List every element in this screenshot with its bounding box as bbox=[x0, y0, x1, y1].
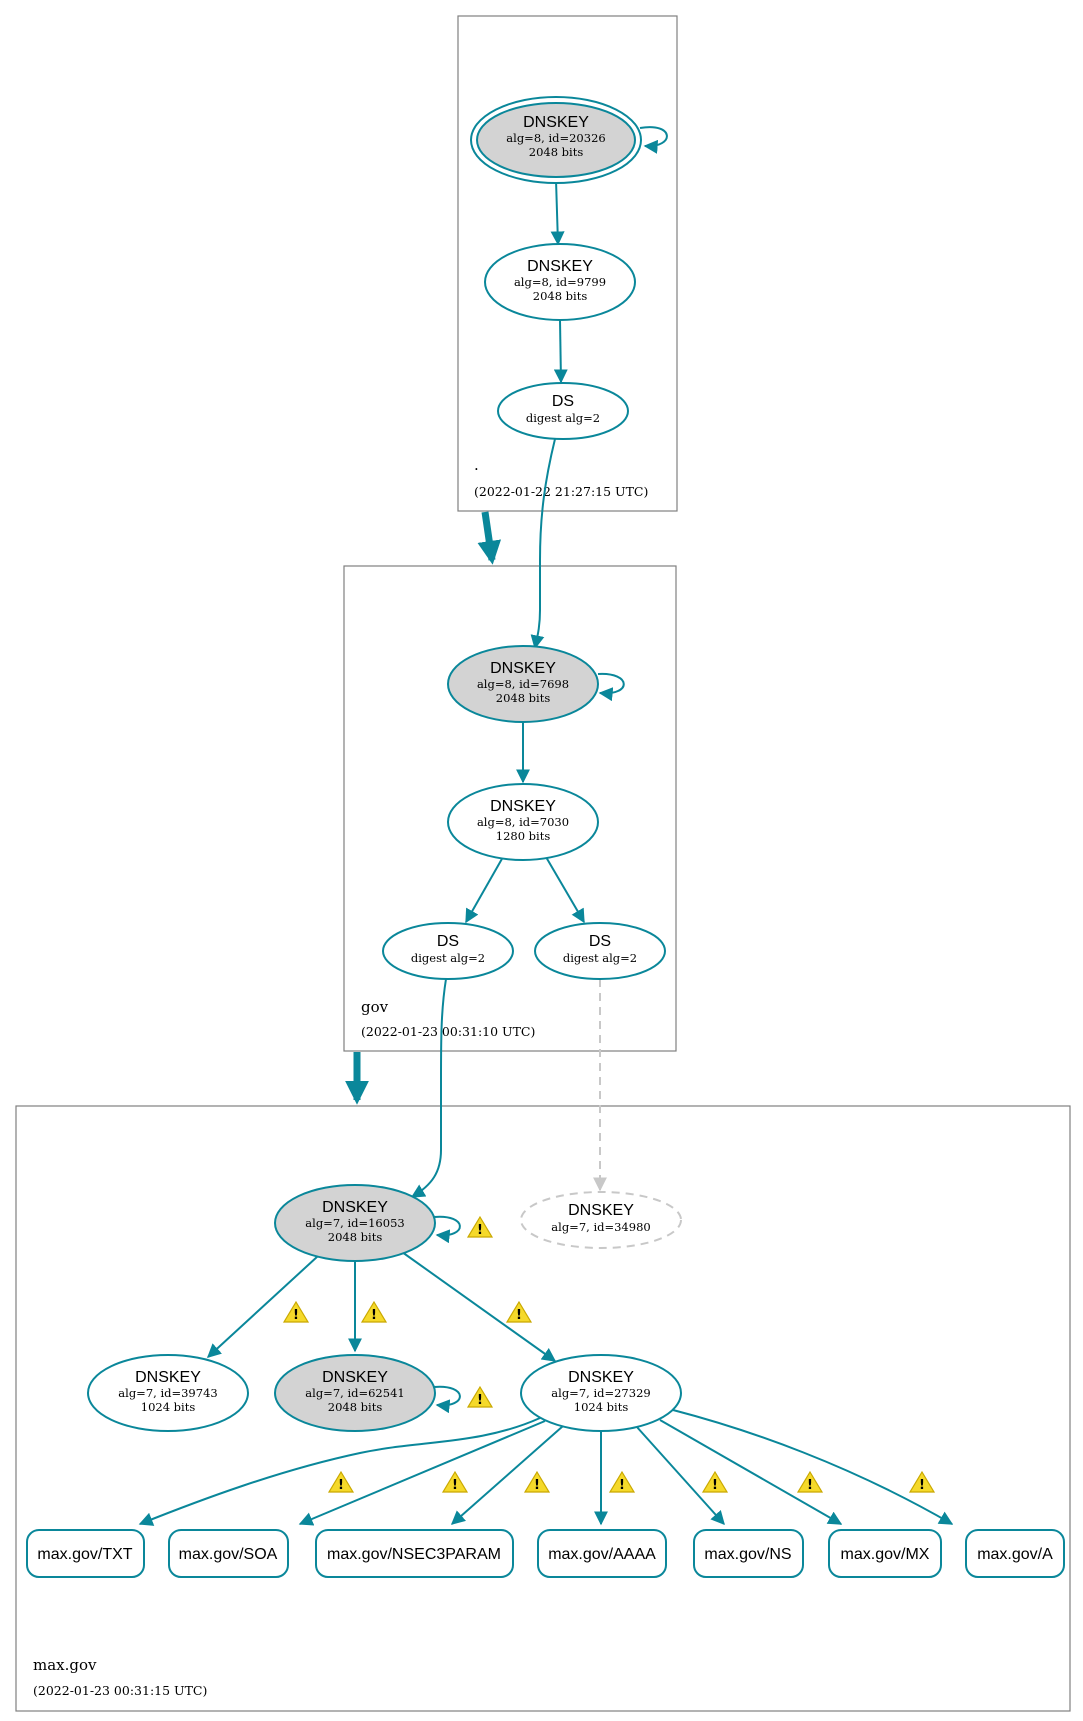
node-max-missing-key[interactable]: DNSKEY alg=7, id=34980 bbox=[520, 1191, 682, 1249]
edge-zsk-to-nsec3param bbox=[450, 1425, 564, 1525]
edge-root-ds-to-gov-ksk bbox=[530, 438, 556, 650]
rrset-nsec3param[interactable]: max.gov/NSEC3PARAM bbox=[315, 1529, 514, 1578]
node-root-ds-title: DS bbox=[552, 393, 574, 410]
zone-gov-date: (2022-01-23 00:31:10 UTC) bbox=[361, 1024, 535, 1039]
rrset-soa[interactable]: max.gov/SOA bbox=[168, 1529, 289, 1578]
zone-max-gov-name: max.gov bbox=[33, 1656, 97, 1674]
node-gov-ds-2-line1: digest alg=2 bbox=[563, 951, 637, 965]
edge-zsk-to-mx bbox=[659, 1419, 843, 1525]
rrset-txt[interactable]: max.gov/TXT bbox=[26, 1529, 145, 1578]
node-gov-ds-1-line1: digest alg=2 bbox=[411, 951, 485, 965]
node-root-zsk-title: DNSKEY bbox=[527, 258, 593, 275]
node-max-ksk-line1: alg=7, id=16053 bbox=[305, 1216, 404, 1230]
edge-max-ksk-to-zsk bbox=[401, 1251, 557, 1362]
node-gov-ds-2[interactable]: DS digest alg=2 bbox=[534, 922, 666, 980]
node-gov-zsk[interactable]: DNSKEY alg=8, id=7030 1280 bits bbox=[447, 783, 599, 861]
node-root-ksk[interactable]: DNSKEY alg=8, id=20326 2048 bits bbox=[470, 96, 642, 184]
node-gov-ds-1[interactable]: DS digest alg=2 bbox=[382, 922, 514, 980]
node-max-key-62541-line2: 2048 bits bbox=[328, 1400, 383, 1414]
node-gov-ds-1-title: DS bbox=[437, 933, 459, 950]
zone-root-name: . bbox=[474, 456, 479, 474]
node-max-missing-key-line1: alg=7, id=34980 bbox=[551, 1220, 650, 1234]
node-max-zsk[interactable]: DNSKEY alg=7, id=27329 1024 bits bbox=[520, 1354, 682, 1432]
rrset-mx[interactable]: max.gov/MX bbox=[828, 1529, 942, 1578]
rrset-a[interactable]: max.gov/A bbox=[965, 1529, 1065, 1578]
node-root-zsk-line2: 2048 bits bbox=[533, 289, 588, 303]
node-max-ksk[interactable]: DNSKEY alg=7, id=16053 2048 bits bbox=[274, 1184, 436, 1262]
node-max-key-39743[interactable]: DNSKEY alg=7, id=39743 1024 bits bbox=[87, 1354, 249, 1432]
self-loop-root-ksk bbox=[639, 126, 668, 154]
node-root-ds-line1: digest alg=2 bbox=[526, 411, 600, 425]
edge-zsk-to-ns bbox=[635, 1425, 725, 1526]
node-gov-ds-2-title: DS bbox=[589, 933, 611, 950]
node-root-ksk-title: DNSKEY bbox=[523, 114, 589, 131]
edge-zsk-to-a bbox=[672, 1409, 954, 1525]
edge-root-ksk-to-zsk bbox=[550, 179, 565, 246]
rrset-txt-label: max.gov/TXT bbox=[37, 1546, 132, 1563]
edge-root-zsk-to-ds bbox=[553, 319, 568, 384]
edge-gov-zsk-to-ds1 bbox=[465, 856, 504, 924]
rrset-a-label: max.gov/A bbox=[977, 1546, 1053, 1563]
node-gov-ksk-title: DNSKEY bbox=[490, 660, 556, 677]
rrset-nsec3param-label: max.gov/NSEC3PARAM bbox=[327, 1546, 501, 1563]
node-gov-zsk-title: DNSKEY bbox=[490, 798, 556, 815]
node-gov-zsk-line2: 1280 bits bbox=[496, 829, 551, 843]
zone-max-gov-date: (2022-01-23 00:31:15 UTC) bbox=[33, 1683, 207, 1698]
node-max-key-39743-title: DNSKEY bbox=[135, 1369, 201, 1386]
node-max-key-62541[interactable]: DNSKEY alg=7, id=62541 2048 bits bbox=[274, 1354, 436, 1432]
node-max-key-62541-line1: alg=7, id=62541 bbox=[305, 1386, 404, 1400]
edge-gov-ds1-to-max-ksk bbox=[410, 978, 447, 1198]
node-max-zsk-title: DNSKEY bbox=[568, 1369, 634, 1386]
rrset-aaaa-label: max.gov/AAAA bbox=[548, 1546, 656, 1563]
node-gov-zsk-line1: alg=8, id=7030 bbox=[477, 815, 569, 829]
node-root-ksk-line1: alg=8, id=20326 bbox=[506, 131, 605, 145]
node-max-ksk-line2: 2048 bits bbox=[328, 1230, 383, 1244]
node-root-ds[interactable]: DS digest alg=2 bbox=[497, 382, 629, 440]
node-max-key-39743-line1: alg=7, id=39743 bbox=[118, 1386, 217, 1400]
self-loop-k62541 bbox=[433, 1385, 461, 1414]
edge-gov-zsk-to-ds2 bbox=[545, 856, 585, 924]
rrset-mx-label: max.gov/MX bbox=[841, 1546, 930, 1563]
self-loop-gov-ksk bbox=[597, 672, 625, 702]
node-max-zsk-line1: alg=7, id=27329 bbox=[551, 1386, 650, 1400]
edge-zsk-to-soa bbox=[298, 1420, 546, 1526]
node-root-zsk-line1: alg=8, id=9799 bbox=[514, 275, 606, 289]
node-gov-ksk-line2: 2048 bits bbox=[496, 691, 551, 705]
node-max-ksk-title: DNSKEY bbox=[322, 1199, 388, 1216]
node-max-zsk-line2: 1024 bits bbox=[574, 1400, 629, 1414]
rrset-ns-label: max.gov/NS bbox=[704, 1546, 791, 1563]
node-root-ksk-line2: 2048 bits bbox=[529, 145, 584, 159]
rrset-ns[interactable]: max.gov/NS bbox=[693, 1529, 804, 1578]
rrset-soa-label: max.gov/SOA bbox=[179, 1546, 278, 1563]
zone-root-date: (2022-01-22 21:27:15 UTC) bbox=[474, 484, 648, 499]
node-gov-ksk-line1: alg=8, id=7698 bbox=[477, 677, 569, 691]
node-root-zsk[interactable]: DNSKEY alg=8, id=9799 2048 bits bbox=[484, 243, 636, 321]
self-loop-max-ksk bbox=[433, 1215, 461, 1244]
edge-zsk-to-txt bbox=[138, 1417, 541, 1526]
node-max-missing-key-title: DNSKEY bbox=[568, 1202, 634, 1219]
node-gov-ksk[interactable]: DNSKEY alg=8, id=7698 2048 bits bbox=[447, 645, 599, 723]
zone-gov-name: gov bbox=[361, 998, 389, 1016]
node-max-key-39743-line2: 1024 bits bbox=[141, 1400, 196, 1414]
node-max-key-62541-title: DNSKEY bbox=[322, 1369, 388, 1386]
delegation-arrow-root-to-gov bbox=[477, 511, 502, 565]
rrset-aaaa[interactable]: max.gov/AAAA bbox=[537, 1529, 667, 1578]
edge-max-ksk-to-k39743 bbox=[206, 1255, 319, 1358]
